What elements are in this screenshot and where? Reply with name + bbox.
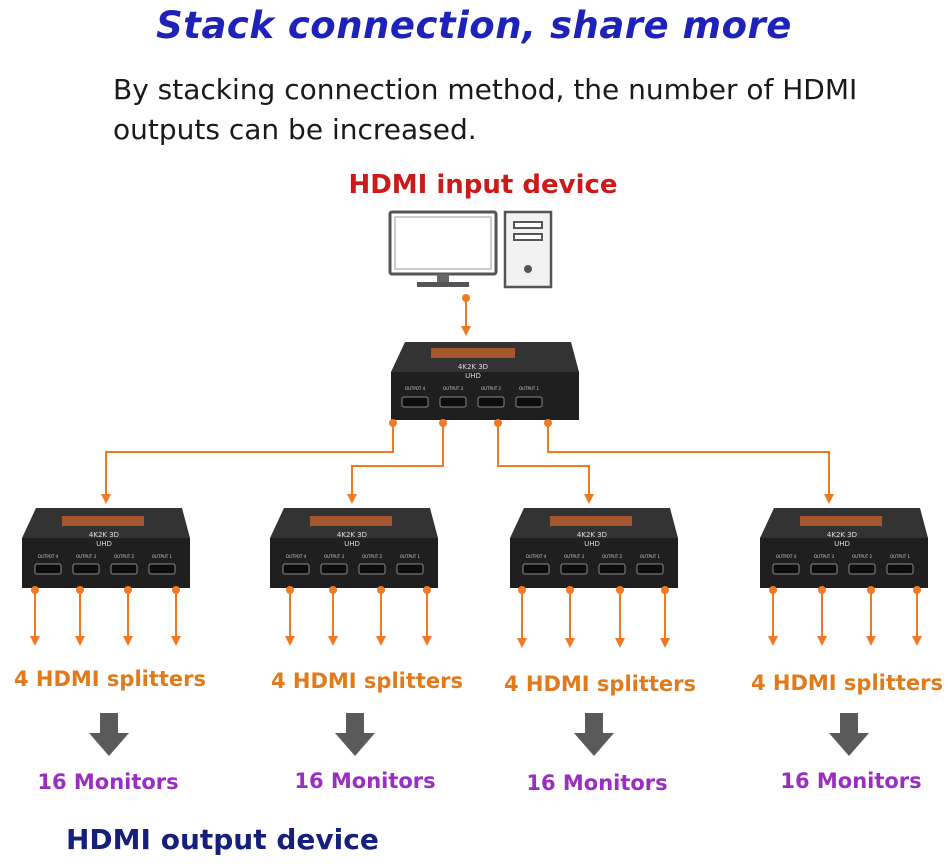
- splitter-label-2: 4 HDMI splitters: [270, 669, 464, 693]
- splitter-3-port-label-1: OUTPUT 1: [640, 554, 661, 559]
- splitter-2-port-label-3: OUTPUT 3: [324, 554, 345, 559]
- splitter-1-brand: UHD: [96, 540, 112, 548]
- splitter-3-brand: UHD: [584, 540, 600, 548]
- splitter-3-port-label-3: OUTPUT 3: [564, 554, 585, 559]
- down-arrow-icon: [574, 713, 614, 756]
- splitter-2-port-label-4: OUTPOT 4: [286, 554, 307, 559]
- splitter-2: 4K2K 3D UHD OUTPOT 4 OUTPUT 3 OUTPUT 2 O…: [270, 508, 438, 588]
- subtitle: By stacking connection method, the numbe…: [113, 73, 858, 146]
- splitter-4: 4K2K 3D UHD OUTPOT 4 OUTPUT 3 OUTPUT 2 O…: [760, 508, 928, 588]
- monitors-label-4: 16 Monitors: [780, 769, 922, 793]
- splitter-1-model: 4K2K 3D: [89, 531, 119, 539]
- page-title: Stack connection, share more: [156, 4, 792, 47]
- splitter-4-port-label-3: OUTPUT 3: [814, 554, 835, 559]
- splitter-label-1: 4 HDMI splitters: [13, 667, 207, 691]
- branch-connectors: [101, 419, 834, 504]
- splitter-4-port-label-1: OUTPUT 1: [890, 554, 911, 559]
- splitter-3-port-label-2: OUTPUT 2: [602, 554, 623, 559]
- splitter-4-brand: UHD: [834, 540, 850, 548]
- hdmi-output-device-label: HDMI output device: [66, 823, 379, 856]
- top-splitter-brand: UHD: [465, 372, 481, 380]
- output-arrows-1: [30, 586, 181, 646]
- monitor-icon: [388, 210, 498, 287]
- pc-tower-icon: [503, 210, 553, 289]
- splitter-label-4: 4 HDMI splitters: [750, 671, 944, 695]
- splitter-4-model: 4K2K 3D: [827, 531, 857, 539]
- down-arrow-icon: [89, 713, 129, 756]
- top-port-label-1: OUTPUT 1: [519, 386, 540, 391]
- output-arrows-3: [517, 586, 670, 648]
- splitter-3: 4K2K 3D UHD OUTPOT 4 OUTPUT 3 OUTPUT 2 O…: [510, 508, 678, 588]
- monitors-label-3: 16 Monitors: [526, 771, 668, 795]
- output-arrows-2: [285, 586, 432, 646]
- output-arrows-4: [768, 586, 922, 646]
- top-port-label-3: OUTPUT 3: [443, 386, 464, 391]
- splitter-3-model: 4K2K 3D: [577, 531, 607, 539]
- splitter-1-port-label-4: OUTPOT 4: [38, 554, 59, 559]
- top-port-label-2: OUTPUT 2: [481, 386, 502, 391]
- splitter-2-brand: UHD: [344, 540, 360, 548]
- splitter-4-port-label-4: OUTPOT 4: [776, 554, 797, 559]
- splitter-1-port-label-3: OUTPUT 3: [76, 554, 97, 559]
- monitors-label-2: 16 Monitors: [294, 769, 436, 793]
- top-port-label-4: OUTPOT 4: [405, 386, 426, 391]
- splitter-4-port-label-2: OUTPUT 2: [852, 554, 873, 559]
- splitter-2-model: 4K2K 3D: [337, 531, 367, 539]
- splitter-3-port-label-4: OUTPOT 4: [526, 554, 547, 559]
- splitter-1-port-label-1: OUTPUT 1: [152, 554, 173, 559]
- splitter-2-port-label-2: OUTPUT 2: [362, 554, 383, 559]
- splitter-1: 4K2K 3D UHD OUTPOT 4 OUTPUT 3 OUTPUT 2 O…: [22, 508, 190, 588]
- splitter-2-port-label-1: OUTPUT 1: [400, 554, 421, 559]
- splitter-1-port-label-2: OUTPUT 2: [114, 554, 135, 559]
- top-splitter: 4K2K 3D UHD OUTPOT 4 OUTPUT 3 OUTPUT 2 O…: [391, 342, 579, 420]
- down-arrow-icon: [335, 713, 375, 756]
- input-connector: [461, 294, 471, 336]
- monitors-label-1: 16 Monitors: [37, 770, 179, 794]
- top-splitter-model: 4K2K 3D: [458, 363, 488, 371]
- splitter-label-3: 4 HDMI splitters: [503, 672, 697, 696]
- down-arrow-icon: [829, 713, 869, 756]
- hdmi-input-device-label: HDMI input device: [348, 170, 618, 200]
